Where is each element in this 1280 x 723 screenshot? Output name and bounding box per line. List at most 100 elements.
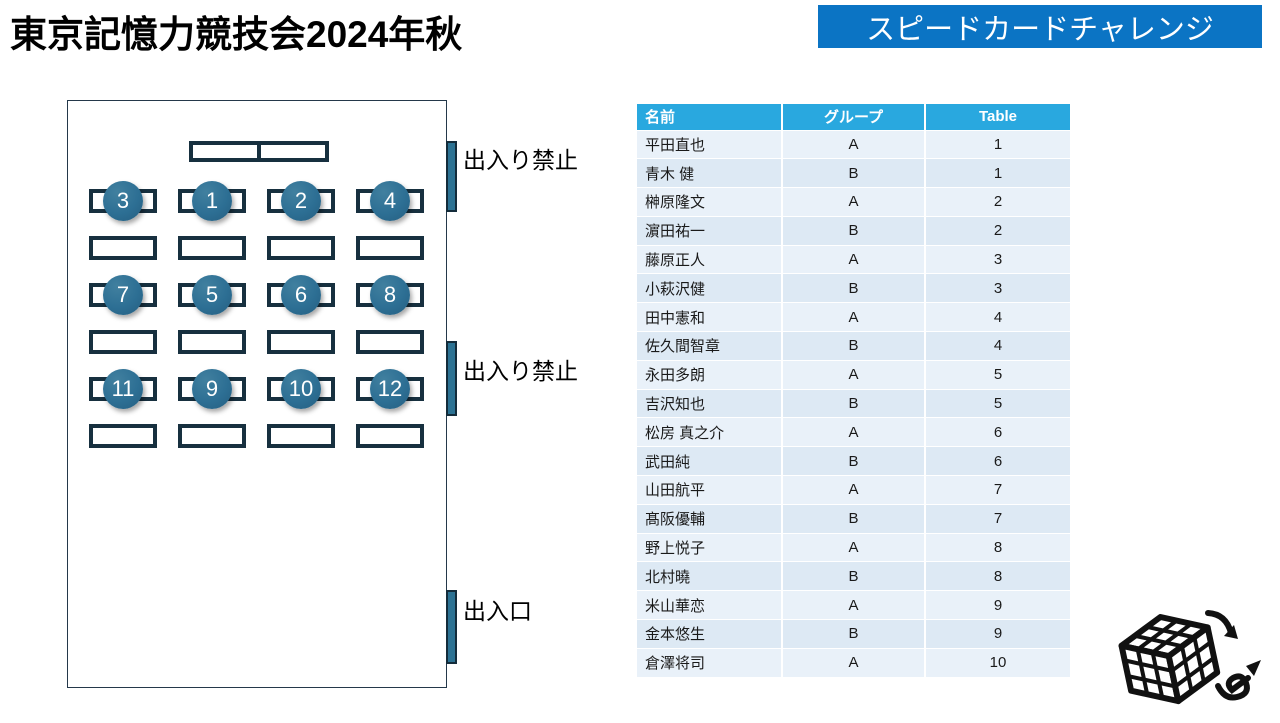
participant-name: 吉沢知也 [637, 388, 782, 418]
participant-name: 倉澤将司 [637, 647, 782, 678]
participant-name: 平田直也 [637, 129, 782, 159]
roster-header-table: Table [924, 104, 1070, 130]
participant-table: 6 [924, 417, 1070, 447]
participant-table: 4 [924, 302, 1070, 332]
event-badge: スピードカードチャレンジ [818, 5, 1262, 48]
participant-group: A [781, 244, 925, 274]
participant-name: 金本悠生 [637, 619, 782, 649]
door-label-entrance: 出入口 [463, 598, 532, 624]
desk [89, 330, 157, 354]
table-number-badge: 1 [192, 181, 232, 221]
table-number-badge: 7 [103, 275, 143, 315]
participant-table: 7 [924, 503, 1070, 534]
table-number-badge: 4 [370, 181, 410, 221]
participant-name: 野上悦子 [637, 532, 782, 562]
participant-table: 3 [924, 244, 1070, 274]
door-label-no-entry-middle: 出入り禁止 [463, 358, 578, 384]
participant-group: A [781, 417, 925, 447]
participant-group: A [781, 590, 925, 620]
door-bar-entrance [446, 590, 457, 664]
participant-group: B [781, 273, 925, 303]
participant-name: 松房 真之介 [637, 417, 782, 447]
door-label-no-entry-top: 出入り禁止 [463, 147, 578, 173]
participant-name: 髙阪優輔 [637, 503, 782, 534]
roster-header-name: 名前 [637, 104, 782, 130]
desk [89, 424, 157, 448]
table-number-badge: 10 [281, 369, 321, 409]
participant-group: B [781, 503, 925, 534]
participant-group: B [781, 331, 925, 361]
participant-name: 小萩沢健 [637, 273, 782, 303]
roster-header-row: 名前 グループ Table [637, 104, 1070, 130]
head-table [189, 141, 329, 162]
participant-name: 榊原隆文 [637, 187, 782, 217]
participant-name: 永田多朗 [637, 359, 782, 390]
participant-name: 北村曉 [637, 561, 782, 591]
participant-table: 3 [924, 273, 1070, 303]
desk [356, 424, 424, 448]
participant-name: 武田純 [637, 446, 782, 476]
desk [89, 236, 157, 260]
table-number-badge: 3 [103, 181, 143, 221]
desk: 4 [356, 181, 424, 221]
table-number-badge: 12 [370, 369, 410, 409]
participant-table: 2 [924, 215, 1070, 246]
head-table-cell [257, 145, 325, 158]
participant-table: 9 [924, 590, 1070, 620]
participant-name: 濵田祐一 [637, 215, 782, 246]
participant-table: 2 [924, 187, 1070, 217]
participant-table: 1 [924, 158, 1070, 188]
participant-name: 青木 健 [637, 158, 782, 188]
roster-header-group: グループ [781, 104, 925, 130]
desk: 10 [267, 369, 335, 409]
desk [178, 236, 246, 260]
desk [267, 330, 335, 354]
participant-name: 田中憲和 [637, 302, 782, 332]
desk [356, 236, 424, 260]
participant-table: 6 [924, 446, 1070, 476]
participant-table: 10 [924, 647, 1070, 678]
desk: 1 [178, 181, 246, 221]
desk [267, 424, 335, 448]
table-number-badge: 9 [192, 369, 232, 409]
desk [178, 424, 246, 448]
desk: 9 [178, 369, 246, 409]
participant-name: 山田航平 [637, 475, 782, 505]
participant-group: A [781, 532, 925, 562]
desk: 11 [89, 369, 157, 409]
participant-name: 藤原正人 [637, 244, 782, 274]
participant-group: B [781, 158, 925, 188]
table-number-badge: 5 [192, 275, 232, 315]
participant-name: 佐久間智章 [637, 331, 782, 361]
participant-table: 4 [924, 331, 1070, 361]
table-number-badge: 11 [103, 369, 143, 409]
participant-group: B [781, 619, 925, 649]
participant-table: 8 [924, 561, 1070, 591]
participant-group: A [781, 647, 925, 678]
participant-group: B [781, 215, 925, 246]
participant-group: A [781, 302, 925, 332]
participant-group: A [781, 187, 925, 217]
participant-group: A [781, 475, 925, 505]
desk: 5 [178, 275, 246, 315]
table-number-badge: 8 [370, 275, 410, 315]
page-title: 東京記憶力競技会2024年秋 [10, 14, 463, 55]
desk [267, 236, 335, 260]
participant-name: 米山華恋 [637, 590, 782, 620]
participant-group: A [781, 359, 925, 390]
participant-group: B [781, 388, 925, 418]
